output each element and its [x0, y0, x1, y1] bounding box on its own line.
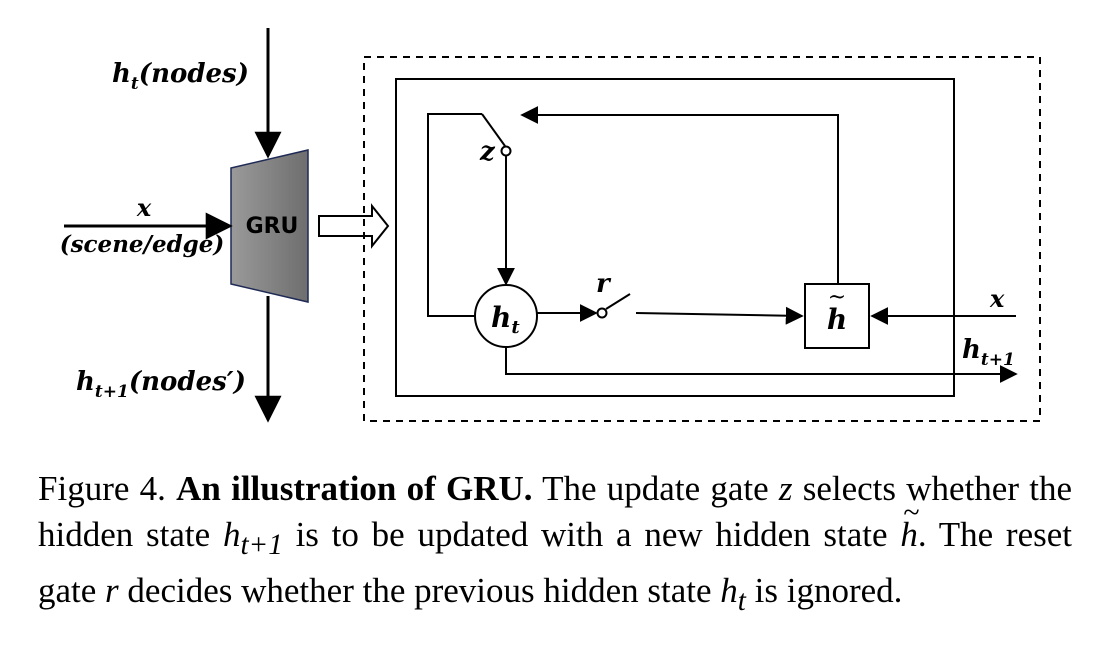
caption-h: h [222, 515, 241, 554]
caption-text: decides whether the previous hidden stat… [118, 571, 721, 610]
output-right-label: ht+1 [962, 335, 1015, 370]
loop-left-line [427, 113, 482, 317]
caption-h: h [720, 571, 738, 610]
input-left-label-paren: (scene/edge) [60, 231, 225, 258]
reset-gate-label: r [596, 269, 612, 299]
candidate-label: h [827, 303, 847, 336]
reset-switch-pivot [596, 307, 608, 319]
input-left-label-x: x [136, 193, 152, 222]
caption-text: is ignored. [745, 571, 903, 610]
caption-r: r [105, 571, 119, 610]
output-bottom-label: ht+1(nodes′) [76, 367, 246, 402]
state-node-label: ht [491, 301, 520, 338]
input-top-label: ht(nodes) [112, 59, 249, 94]
caption-h-tilde: h [900, 490, 919, 558]
candidate-box [804, 283, 870, 349]
detail-dashed-box [363, 56, 1041, 422]
gru-block-label: GRU [246, 214, 299, 239]
gru-diagram: ht(nodes) GRU x (scene/edge) ht+1(nodes′… [60, 28, 1041, 423]
figure-caption: Figure 4. An illustration of GRU. The up… [38, 466, 1072, 624]
caption-text: selects whether the hidden state [38, 469, 1072, 554]
update-gate-label: z [479, 137, 496, 167]
caption-text: . The reset gate [38, 515, 1072, 610]
feedback-line [520, 106, 839, 284]
caption-z: z [778, 469, 793, 508]
update-switch-blade [481, 113, 506, 147]
caption-text: The update gate [532, 469, 779, 508]
caption-h-sub: t+1 [240, 529, 283, 561]
detail-inner-box [395, 78, 955, 397]
caption-title: An illustration of GRU. [176, 469, 533, 508]
reset-to-candidate-arrow [635, 306, 804, 325]
candidate-input-label: x [989, 284, 1005, 313]
expand-arrow [318, 203, 390, 249]
caption-h-sub: t [737, 585, 746, 617]
reset-switch-blade [605, 293, 631, 310]
output-line [505, 347, 1018, 383]
update-switch-pivot [500, 145, 512, 157]
caption-text: is to be updated with a new hidden state [282, 515, 901, 554]
gru-block [230, 149, 309, 303]
candidate-tilde: ~ [828, 285, 846, 310]
caption-prefix: Figure 4. [38, 469, 177, 508]
